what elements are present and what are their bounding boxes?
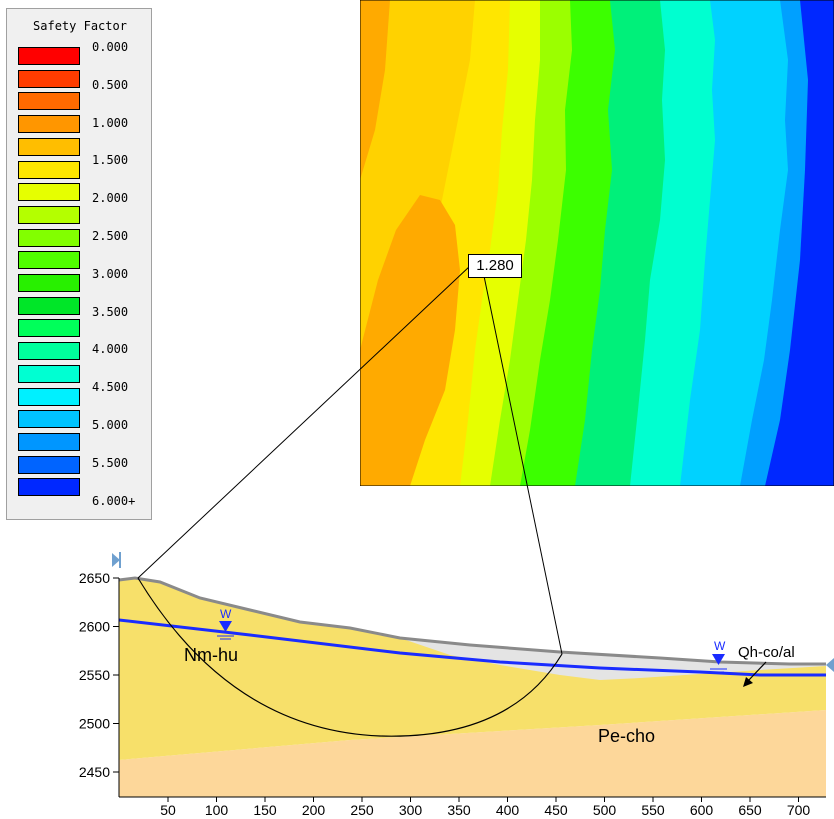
legend-swatch (18, 92, 80, 111)
legend-swatch (18, 364, 80, 383)
x-tick-label: 450 (544, 802, 568, 818)
legend-label: 2.500 (92, 229, 129, 243)
legend-label: 4.000 (92, 342, 129, 357)
legend-title: Safety Factor (33, 19, 127, 33)
y-axis: 2650 2600 2550 2500 2450 (79, 570, 119, 780)
x-tick-label: 350 (447, 802, 471, 818)
material-label-upper: Nm-hu (184, 645, 238, 665)
y-tick-label: 2500 (79, 716, 110, 732)
legend-swatch (18, 296, 80, 315)
x-tick-label: 600 (690, 802, 714, 818)
material-label-alluvium: Qh-co/al (738, 644, 795, 661)
legend-swatch (18, 478, 80, 497)
water-label-left: W (220, 607, 232, 621)
slip-surface (137, 577, 563, 737)
legend-label: 0.500 (92, 77, 129, 92)
water-table-line (118, 618, 826, 677)
legend-label: 3.500 (92, 304, 129, 319)
legend-swatch (18, 183, 80, 202)
y-tick-label: 2550 (79, 667, 110, 683)
water-label-right: W (714, 639, 726, 653)
x-tick-label: 200 (302, 802, 326, 818)
legend-swatch (18, 432, 80, 451)
safety-factor-contour-plot (360, 0, 834, 486)
x-axis: 50 100 150 200 250 300 350 400 450 500 550 600 650 70… (160, 797, 810, 818)
legend-swatch (18, 319, 80, 338)
right-boundary-marker (826, 658, 834, 672)
legend-label: 6.000+ (92, 493, 136, 508)
water-marker-right (712, 654, 725, 665)
legend-swatch (18, 251, 80, 270)
legend-label: 3.000 (92, 266, 129, 281)
legend-label: 1.500 (92, 153, 129, 168)
x-tick-label: 700 (787, 802, 811, 818)
x-tick-label: 500 (593, 802, 617, 818)
upper-layer (119, 578, 826, 760)
legend-label: 5.000 (92, 418, 129, 432)
legend-swatch (18, 455, 80, 474)
legend-swatch (18, 387, 80, 406)
material-label-lower: Pe-cho (598, 726, 655, 746)
x-tick-label: 300 (399, 802, 423, 818)
legend-label: 2.000 (92, 191, 129, 206)
x-tick-label: 400 (496, 802, 520, 818)
x-tick-label: 250 (350, 802, 374, 818)
y-tick-label: 2600 (79, 619, 110, 635)
legend-swatch (18, 47, 80, 65)
legend-swatch (18, 160, 80, 179)
legend-label: 0.000 (92, 40, 129, 54)
y-tick-label: 2450 (79, 764, 110, 780)
x-tick-label: 650 (738, 802, 762, 818)
x-tick-label: 100 (205, 802, 229, 818)
legend-swatch (18, 115, 80, 134)
lower-layer (119, 710, 826, 797)
legend-swatch (18, 205, 80, 224)
legend-swatch (18, 410, 80, 429)
y-tick-label: 2650 (79, 570, 110, 586)
legend-swatch (18, 137, 80, 156)
legend-swatch (18, 228, 80, 247)
x-tick-label: 550 (641, 802, 665, 818)
legend-label: 1.000 (92, 115, 129, 130)
ground-surface (118, 576, 826, 666)
x-tick-label: 50 (160, 802, 176, 818)
x-tick-label: 150 (253, 802, 277, 818)
legend-label: 5.500 (92, 455, 129, 470)
legend-swatch (18, 342, 80, 361)
water-marker-left (219, 621, 232, 632)
left-boundary-marker (112, 553, 120, 567)
legend-swatch (18, 274, 80, 292)
slope-cross-section: W W 2650 2600 2550 2500 2450 50 100 150 200 250 3… (79, 552, 834, 818)
min-safety-factor-callout: 1.280 (468, 254, 522, 278)
safety-factor-legend: Safety Factor 0.000 0.500 1.000 1.500 2.000 2… (6, 8, 152, 520)
legend-label: 4.500 (92, 380, 129, 395)
legend-swatch (18, 69, 80, 88)
